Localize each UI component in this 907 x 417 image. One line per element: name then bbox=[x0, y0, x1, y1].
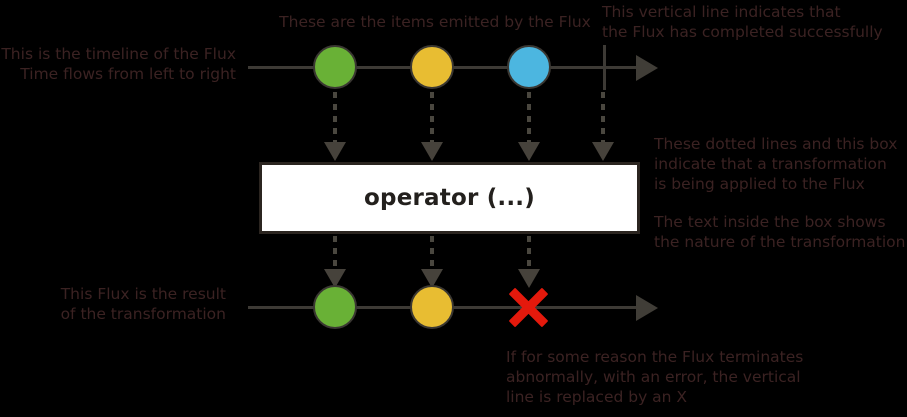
completion-bar-icon bbox=[603, 45, 606, 90]
connector-arrow-out-of-operator bbox=[518, 236, 540, 290]
arrow-head-icon bbox=[421, 142, 443, 161]
connector-arrow-out-of-operator bbox=[324, 236, 346, 290]
connector-arrow-into-operator bbox=[421, 92, 443, 162]
marble-green-source bbox=[313, 45, 357, 89]
dashed-line bbox=[527, 236, 531, 272]
dashed-line bbox=[430, 236, 434, 272]
dashed-line bbox=[333, 92, 337, 144]
connector-arrow-into-operator bbox=[592, 92, 614, 162]
annotation-timeline: This is the timeline of the Flux Time fl… bbox=[1, 45, 236, 83]
annotation-result: This Flux is the result of the transform… bbox=[60, 285, 226, 323]
operator-box: operator (...) bbox=[259, 162, 640, 234]
annotation-transformation: These dotted lines and this box indicate… bbox=[654, 135, 898, 193]
connector-arrow-into-operator bbox=[324, 92, 346, 162]
connector-arrow-out-of-operator bbox=[421, 236, 443, 290]
annotation-error: If for some reason the Flux terminates a… bbox=[506, 348, 804, 406]
dashed-line bbox=[333, 236, 337, 272]
arrow-head-icon bbox=[324, 142, 346, 161]
arrow-head-icon bbox=[592, 142, 614, 161]
marble-green-result bbox=[313, 285, 357, 329]
source-timeline-arrow-icon bbox=[636, 55, 658, 81]
result-timeline-arrow-icon bbox=[636, 295, 658, 321]
arrow-head-icon bbox=[518, 142, 540, 161]
marble-yellow-result bbox=[410, 285, 454, 329]
annotation-completion: This vertical line indicates that the Fl… bbox=[602, 3, 883, 41]
annotation-box-text: The text inside the box shows the nature… bbox=[654, 213, 906, 251]
connector-arrow-into-operator bbox=[518, 92, 540, 162]
arrow-head-icon bbox=[518, 269, 540, 288]
dashed-line bbox=[601, 92, 605, 144]
dashed-line bbox=[527, 92, 531, 144]
dashed-line bbox=[430, 92, 434, 144]
marble-blue-source bbox=[507, 45, 551, 89]
error-x-icon bbox=[506, 285, 550, 329]
arrow-head-icon bbox=[324, 269, 346, 288]
marble-yellow-source bbox=[410, 45, 454, 89]
annotation-emitted-items: These are the items emitted by the Flux bbox=[279, 13, 591, 31]
operator-label: operator (...) bbox=[364, 185, 535, 211]
arrow-head-icon bbox=[421, 269, 443, 288]
